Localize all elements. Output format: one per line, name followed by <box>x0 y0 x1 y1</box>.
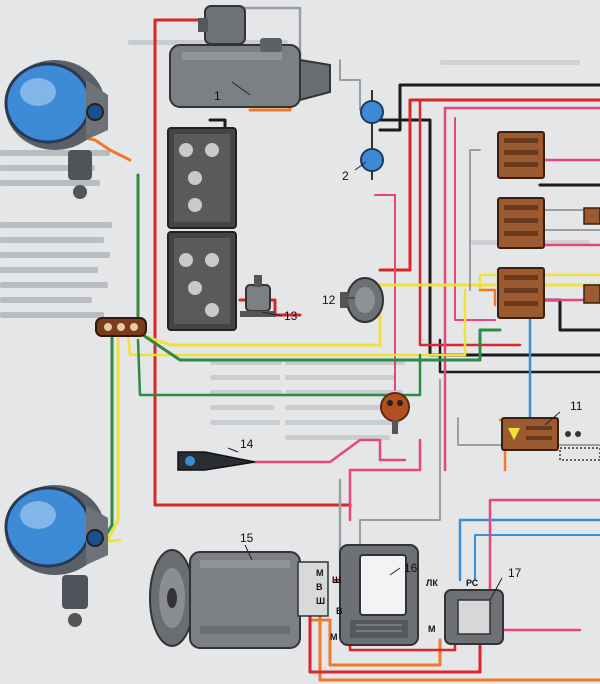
battery-upper <box>167 127 237 229</box>
voltage-regulator: Ш В М <box>330 544 419 646</box>
label-15: 15 <box>240 531 254 545</box>
label-13: 13 <box>284 309 298 323</box>
battery-lower <box>167 231 237 331</box>
wire-green-main <box>126 323 502 362</box>
label-2: 2 <box>342 169 349 183</box>
wire-pink-5 <box>454 117 496 321</box>
regulator-terminal-v: В <box>336 606 343 616</box>
wire-blue-2 <box>458 518 600 582</box>
wire-gray-3 <box>469 149 481 291</box>
headlamp-top <box>4 60 108 199</box>
wire-yellow-left <box>106 328 120 542</box>
label-1: 1 <box>214 89 221 103</box>
wire-red-right2 <box>418 98 522 347</box>
wire-orange-gen2 <box>308 618 442 667</box>
wire-black-low <box>438 338 600 374</box>
wire-green-left <box>98 328 114 547</box>
wire-pink-horn2 <box>374 194 396 391</box>
component-12 <box>340 277 384 323</box>
label-16: 16 <box>404 561 418 575</box>
wire-gray-2 <box>359 379 441 546</box>
wire-yellow-main <box>126 283 600 347</box>
regulator-terminal-m: М <box>330 632 338 642</box>
relay-terminal-rs: РС <box>466 578 479 588</box>
fuse-block-2 <box>497 197 545 249</box>
wire-red-starter <box>153 18 352 507</box>
wire-pink-rel <box>488 498 600 592</box>
horn-pair <box>360 90 384 180</box>
wire-pink-14 <box>253 438 407 464</box>
label-11: 11 <box>570 399 583 413</box>
wire-pink-tail <box>348 438 422 522</box>
relay-terminal-lk: ЛК <box>426 578 438 588</box>
wire-black-mid <box>543 298 600 332</box>
wire-yellow-3 <box>478 273 600 292</box>
starter <box>169 5 331 108</box>
wire-yellow-2 <box>126 288 467 357</box>
component-14 <box>177 451 256 471</box>
junction-connector <box>95 317 147 337</box>
label-12: 12 <box>322 293 336 307</box>
fuse-block-1 <box>497 131 545 179</box>
indicator-lamp <box>380 392 410 434</box>
generator: М В Ш <box>149 549 329 649</box>
wire-pink-reg <box>498 593 582 632</box>
generator-terminal-sh: Ш <box>316 596 325 606</box>
label-17: 17 <box>508 566 522 580</box>
relay-17: ЛК РС М <box>426 578 504 645</box>
component-13 <box>240 275 276 317</box>
wire-gray-7 <box>339 59 361 111</box>
callouts <box>227 81 561 601</box>
edge-connectors <box>583 207 600 304</box>
generator-terminal-v: В <box>316 582 323 592</box>
wire-gray-solenoid <box>236 6 302 62</box>
relay-11 <box>501 417 600 461</box>
generator-terminal-m: М <box>316 568 324 578</box>
label-14: 14 <box>240 437 254 451</box>
fuse-block-3 <box>497 267 545 319</box>
relay-terminal-m: М <box>428 624 436 634</box>
regulator-terminal-sh: Ш <box>332 575 341 585</box>
wire-black-top <box>378 83 600 132</box>
wire-green-gen <box>136 338 422 397</box>
wire-blue-3 <box>474 534 600 581</box>
wire-orange-1 <box>478 288 497 307</box>
wiring-harness <box>68 6 600 682</box>
wire-black-battery <box>208 118 227 132</box>
headlamp-bottom <box>4 485 108 627</box>
